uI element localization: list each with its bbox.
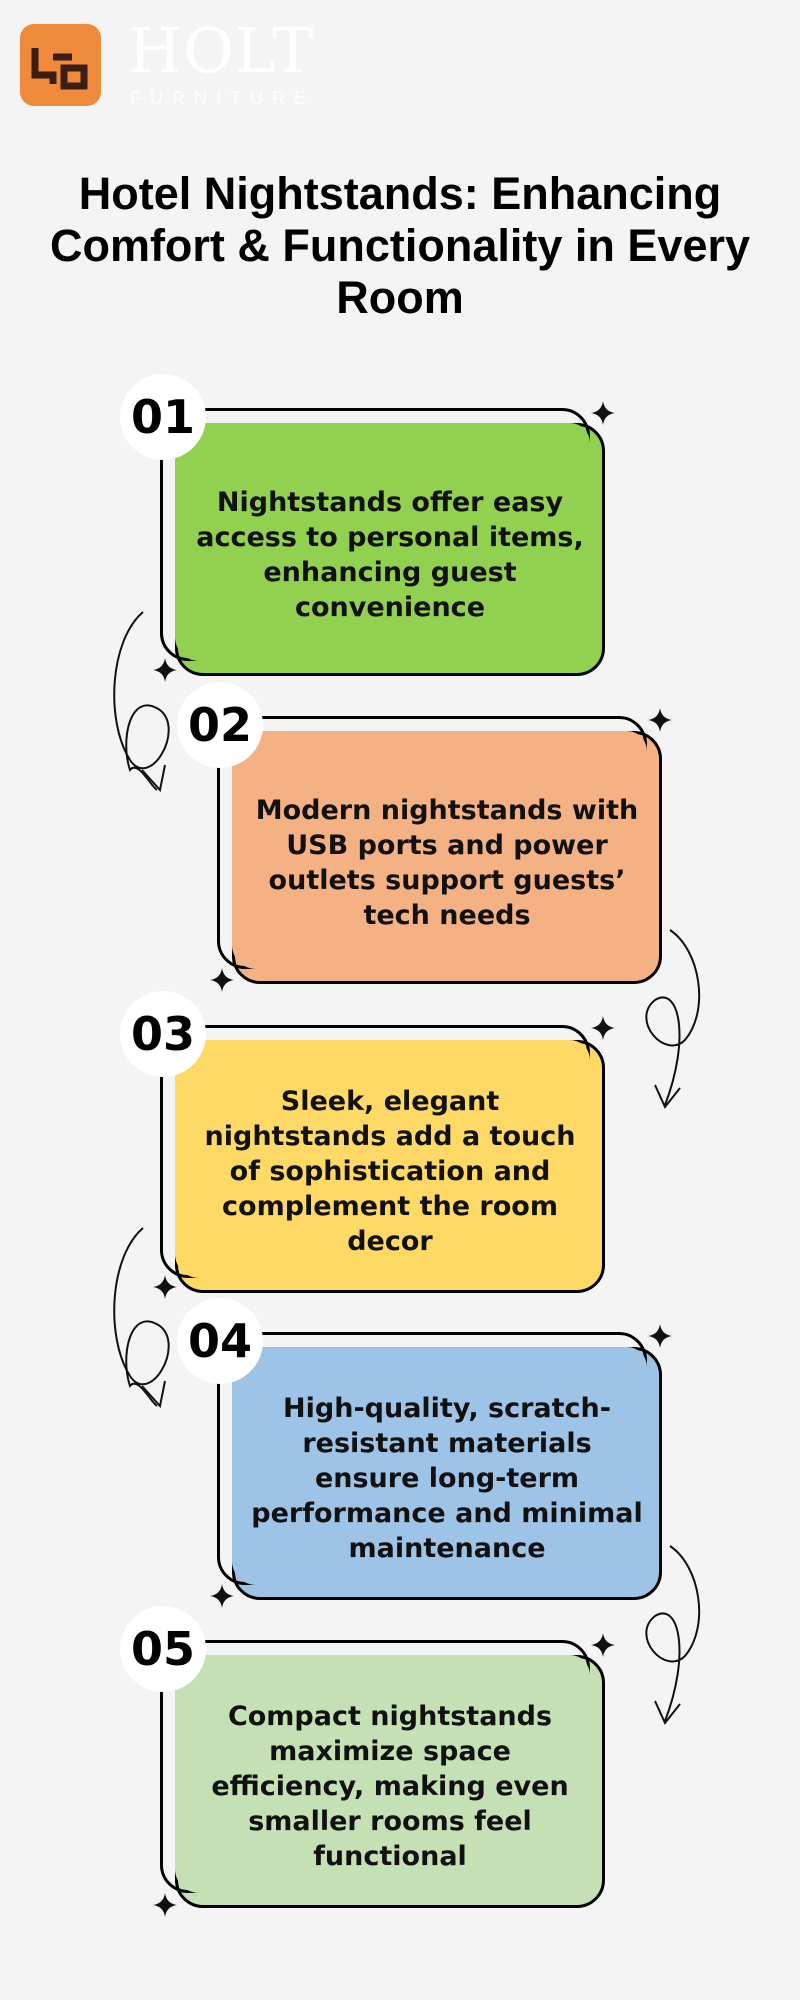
step-number: 03: [120, 991, 206, 1077]
logo-icon: [20, 24, 101, 106]
sparkle-icon: [648, 708, 672, 732]
curly-arrow-icon: [113, 1227, 170, 1409]
sparkle-icon: [591, 1633, 615, 1657]
brand-tagline: FURNITURE: [130, 88, 315, 108]
sparkle-icon: [591, 1016, 615, 1040]
sparkle-icon: [210, 968, 234, 992]
sparkle-icon: [591, 401, 615, 425]
step-number: 01: [120, 374, 206, 460]
step-text: High-quality, scratch-resistant material…: [251, 1393, 643, 1564]
step-card-1: 01 Nightstands offer easy access to pers…: [120, 374, 605, 676]
sparkle-icon: [153, 658, 177, 682]
step-number: 04: [177, 1298, 263, 1384]
step-card-2: 02 Modern nightstands with USB ports and…: [177, 682, 662, 984]
sparkle-icon: [153, 1275, 177, 1299]
curly-arrow-icon: [645, 1545, 701, 1725]
page-title: Hotel Nightstands: Enhancing Comfort & F…: [49, 168, 751, 323]
step-text: Sleek, elegant nightstands add a touch o…: [204, 1086, 576, 1257]
brand-name: HOLT: [128, 14, 315, 87]
step-text: Modern nightstands with USB ports and po…: [255, 794, 639, 931]
sparkle-icon: [210, 1584, 234, 1608]
step-text: Nightstands offer easy access to persona…: [196, 486, 584, 623]
curly-arrow-icon: [113, 611, 170, 793]
step-card-5: 05 Compact nightstands maximize space ef…: [120, 1606, 605, 1908]
step-number: 02: [177, 682, 263, 768]
step-number: 05: [120, 1606, 206, 1692]
sparkle-icon: [153, 1893, 177, 1917]
sparkle-icon: [648, 1324, 672, 1348]
step-text: Compact nightstands maximize space effic…: [211, 1701, 569, 1872]
step-card-3: 03 Sleek, elegant nightstands add a touc…: [120, 991, 605, 1293]
step-card-4: 04 High-quality, scratch-resistant mater…: [177, 1298, 662, 1600]
curly-arrow-icon: [645, 929, 701, 1109]
